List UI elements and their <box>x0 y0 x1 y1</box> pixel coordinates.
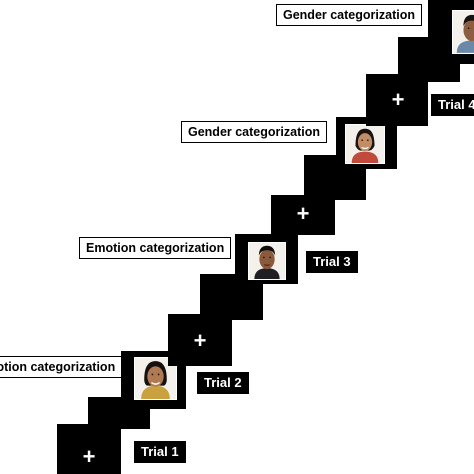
task-label-emotion: Emotion categorization <box>79 237 232 259</box>
trial-label: Trial 1 <box>134 441 186 463</box>
fixation-screen <box>168 314 232 366</box>
face-stimulus <box>345 124 385 164</box>
fixation-screen <box>271 195 335 235</box>
face-stimulus <box>452 10 474 54</box>
male-face-icon <box>453 11 474 53</box>
fixation-cross: + <box>296 201 310 226</box>
fixation-cross: + <box>82 444 96 469</box>
trial-label: Trial 4 <box>431 94 474 116</box>
task-label-gender: Gender categorization <box>276 4 422 26</box>
fixation-screen <box>57 424 121 474</box>
task-label-emotion: Emotion categorization <box>0 356 123 378</box>
trial-label: Trial 2 <box>197 372 249 394</box>
female-face-icon <box>346 125 384 163</box>
face-stimulus <box>248 242 286 280</box>
fixation-cross: + <box>193 328 207 353</box>
fixation-cross: + <box>391 87 405 112</box>
task-label-gender: Gender categorization <box>181 121 327 143</box>
male-face-icon <box>249 243 285 279</box>
trial-label: Trial 3 <box>306 251 358 273</box>
fixation-screen <box>366 74 428 126</box>
female-face-icon <box>135 358 176 399</box>
